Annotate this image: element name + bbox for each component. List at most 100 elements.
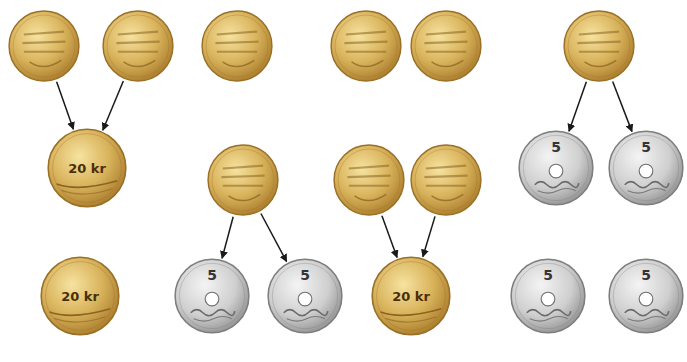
- coin-face: [411, 145, 481, 215]
- coin-relief: [124, 60, 156, 66]
- coin-face: [609, 259, 683, 333]
- ten-krone-coin: [8, 10, 80, 82]
- coin-relief: [223, 60, 255, 66]
- coin-art: [201, 10, 273, 82]
- arrow: [57, 82, 74, 129]
- coin-relief: [50, 309, 111, 316]
- ten-krone-coin: [563, 10, 635, 82]
- coin-rim: [212, 149, 274, 211]
- ten-krone-coin: [102, 10, 174, 82]
- coin-hole: [549, 164, 563, 178]
- arrow: [222, 217, 233, 259]
- coin-rim: [377, 262, 446, 331]
- coin-relief: [530, 317, 568, 322]
- coin-rim: [107, 15, 169, 77]
- coin-face: [268, 259, 342, 333]
- coin-rim: [335, 15, 397, 77]
- coin-face: [372, 257, 450, 335]
- five-krone-coin: 5: [518, 130, 594, 206]
- ten-krone-coin: [333, 144, 405, 216]
- coin-relief: [352, 60, 384, 66]
- coin-rim: [206, 15, 268, 77]
- coin-rim: [179, 263, 244, 328]
- coin-relief: [194, 317, 232, 322]
- coin-relief: [30, 60, 62, 66]
- coin-rim: [523, 135, 588, 200]
- ten-krone-coin: [330, 10, 402, 82]
- coin-hole: [541, 292, 555, 306]
- coin-face: [202, 11, 272, 81]
- arrow: [103, 81, 124, 130]
- coin-face: [9, 11, 79, 81]
- coin-face: [609, 131, 683, 205]
- coin-art: [410, 144, 482, 216]
- coin-art: [102, 10, 174, 82]
- coin-inscription: 20 kr: [68, 161, 106, 176]
- coin-relief: [215, 32, 258, 52]
- coin-art: [8, 10, 80, 82]
- coin-value: 5: [551, 139, 561, 155]
- five-krone-coin: 5: [267, 258, 343, 334]
- coin-relief: [221, 166, 264, 186]
- twenty-krone-coin: 20 kr: [40, 256, 120, 336]
- coin-relief: [229, 194, 261, 200]
- ten-krone-coin: [410, 144, 482, 216]
- coin-relief: [585, 60, 617, 66]
- coin-face: [334, 145, 404, 215]
- coin-face: [411, 11, 481, 81]
- coin-relief: [191, 310, 235, 316]
- coin-relief: [628, 189, 666, 194]
- coin-inscription: 20 kr: [392, 289, 430, 304]
- coin-face: [208, 145, 278, 215]
- coin-relief: [535, 182, 579, 188]
- coin-relief: [625, 182, 669, 188]
- coin-relief: [22, 32, 65, 52]
- coin-face: [103, 11, 173, 81]
- twenty-krone-coin: 20 kr: [47, 128, 127, 208]
- coin-hole: [639, 164, 653, 178]
- coin-value: 5: [207, 267, 217, 283]
- ten-krone-coin: [207, 144, 279, 216]
- coin-relief: [381, 309, 442, 316]
- coin-relief: [432, 194, 464, 200]
- coin-value: 5: [543, 267, 553, 283]
- arrow: [569, 82, 586, 131]
- coin-relief: [424, 166, 467, 186]
- coin-inscription: 20 kr: [61, 289, 99, 304]
- coin-rim: [613, 135, 678, 200]
- coin-relief: [538, 189, 576, 194]
- coin-hole: [639, 292, 653, 306]
- coin-art: [563, 10, 635, 82]
- coin-relief: [61, 189, 112, 194]
- twenty-krone-coin: 20 kr: [371, 256, 451, 336]
- coin-rim: [415, 15, 477, 77]
- coin-relief: [432, 60, 464, 66]
- coin-face: [564, 11, 634, 81]
- coin-relief: [344, 32, 387, 52]
- coin-face: [48, 129, 126, 207]
- coin-hole: [205, 292, 219, 306]
- coin-relief: [385, 317, 436, 322]
- coin-rim: [272, 263, 337, 328]
- coin-relief: [424, 32, 467, 52]
- coin-relief: [355, 194, 387, 200]
- five-krone-coin: 5: [608, 130, 684, 206]
- coin-relief: [577, 32, 620, 52]
- five-krone-coin: 5: [510, 258, 586, 334]
- arrow: [382, 216, 397, 258]
- coin-relief: [287, 317, 325, 322]
- coin-value: 5: [641, 267, 651, 283]
- coin-art: [207, 144, 279, 216]
- coin-value: 5: [641, 139, 651, 155]
- five-krone-coin: 5: [608, 258, 684, 334]
- arrow: [613, 81, 632, 131]
- ten-krone-coin: [410, 10, 482, 82]
- coin-relief: [54, 317, 105, 322]
- coin-face: [331, 11, 401, 81]
- coin-value: 5: [300, 267, 310, 283]
- coin-face: [511, 259, 585, 333]
- arrow: [261, 214, 287, 262]
- coin-face: [41, 257, 119, 335]
- coin-face: [519, 131, 593, 205]
